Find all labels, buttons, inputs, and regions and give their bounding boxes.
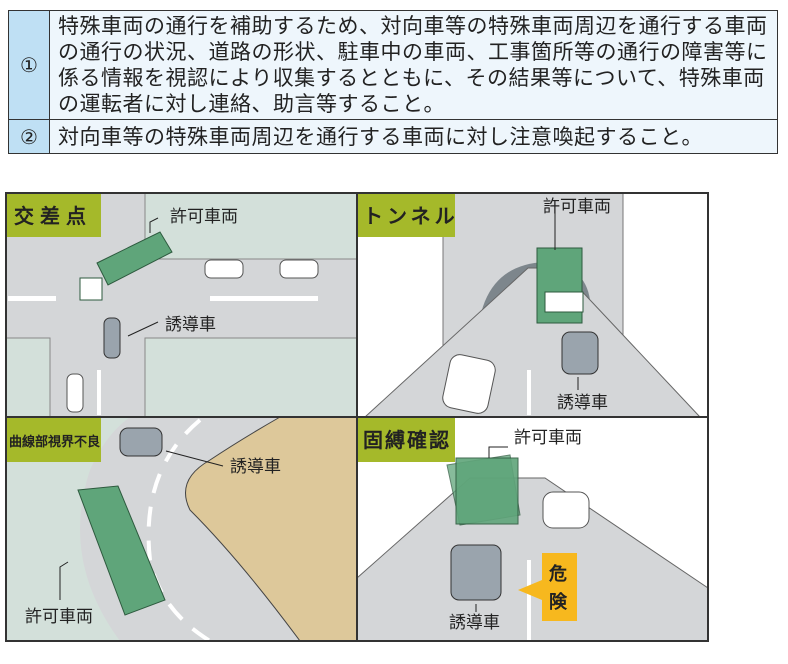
panel-curve: 曲線部視界不良 誘導車 許可車両 <box>6 416 358 643</box>
panel-title: 交差点 <box>14 204 92 228</box>
row-text: 特殊車両の通行を補助するため、対向車等の特殊車両周辺を通行する車両の通行の状況、… <box>49 10 778 120</box>
row-number: ① <box>8 10 50 120</box>
guide-car-label: 誘導車 <box>165 315 216 335</box>
truck-icon <box>79 231 173 301</box>
danger-text: 険 <box>549 591 568 613</box>
panel-title: 固縛確認 <box>363 428 451 452</box>
truck-icon <box>446 454 521 526</box>
truck-label: 許可車両 <box>543 197 611 217</box>
row-number: ② <box>8 119 50 154</box>
guide-car-icon <box>119 427 163 457</box>
row-text: 対向車等の特殊車両周辺を通行する車両に対し注意喚起すること。 <box>49 119 778 154</box>
panel-intersection: 交差点 許可車両 誘導車 <box>5 192 358 418</box>
guide-car-label: 誘導車 <box>557 393 608 413</box>
panel-tunnel: トンネル 許可車両 誘導車 <box>357 192 708 418</box>
car-icon <box>66 373 84 413</box>
panel-title: トンネル <box>363 204 459 228</box>
truck-label: 許可車両 <box>25 607 93 627</box>
danger-text: 危 <box>548 563 567 585</box>
frame <box>5 192 709 642</box>
guide-car-icon <box>103 317 121 359</box>
truck-icon <box>77 485 166 616</box>
duties-table: ① 特殊車両の通行を補助するため、対向車等の特殊車両周辺を通行する車両の通行の状… <box>8 10 778 154</box>
table-row: ② 対向車等の特殊車両周辺を通行する車両に対し注意喚起すること。 <box>8 119 778 154</box>
table-row: ① 特殊車両の通行を補助するため、対向車等の特殊車両周辺を通行する車両の通行の状… <box>8 10 778 120</box>
guide-car-icon <box>450 544 502 601</box>
guide-car-label: 誘導車 <box>449 613 500 633</box>
danger-callout: 危 険 <box>518 553 577 621</box>
guide-car-label: 誘導車 <box>230 457 281 477</box>
car-icon <box>442 354 496 414</box>
truck-icon <box>536 247 584 324</box>
car-icon <box>204 259 319 279</box>
panel-title: 曲線部視界不良 <box>9 434 100 450</box>
guide-car-icon <box>561 331 599 375</box>
car-icon <box>542 491 590 529</box>
truck-label: 許可車両 <box>170 207 238 227</box>
panel-securing: 危 険 固縛確認 許可車両 誘導車 <box>356 417 709 642</box>
truck-label: 許可車両 <box>514 428 582 448</box>
